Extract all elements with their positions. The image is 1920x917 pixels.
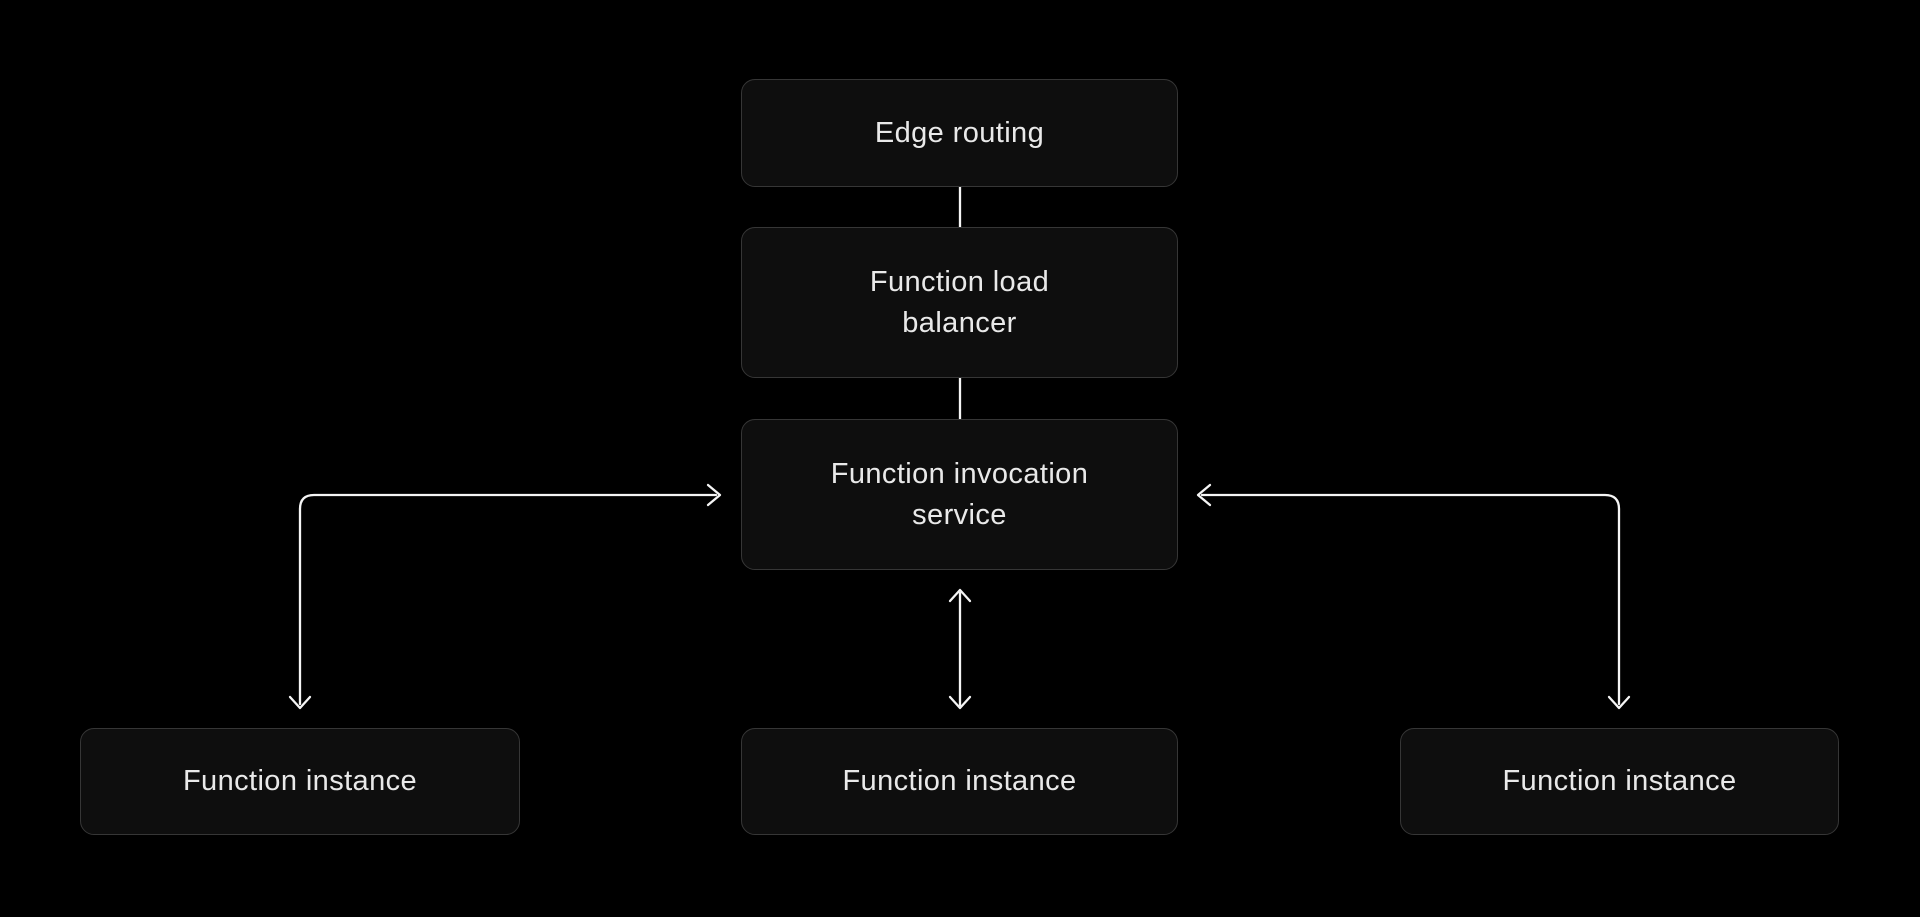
arrowhead-up-icon — [948, 588, 972, 603]
arrowhead-left-icon — [1196, 483, 1212, 507]
node-function-invocation-service-label: Function invocation service — [830, 457, 1089, 531]
node-function-instance-left-label: Function instance — [182, 765, 418, 798]
node-edge-routing-label: Edge routing — [874, 116, 1045, 149]
node-function-load-balancer-label: Function load balancer — [869, 265, 1050, 339]
node-function-instance-center-label: Function instance — [842, 765, 1077, 798]
arrowhead-down-icon — [288, 695, 312, 710]
arrowhead-right-icon — [706, 483, 722, 507]
node-function-load-balancer: Function load balancer — [741, 227, 1178, 378]
arrowhead-down-icon — [948, 695, 972, 710]
node-function-instance-center: Function instance — [741, 728, 1178, 835]
node-function-instance-right: Function instance — [1400, 728, 1839, 835]
node-function-invocation-service: Function invocation service — [741, 419, 1178, 570]
connector-left-instance-to-invocation-service — [288, 483, 722, 710]
node-function-instance-left: Function instance — [80, 728, 520, 835]
connector-right-instance-to-invocation-service — [1196, 483, 1631, 710]
arrowhead-down-icon — [1607, 695, 1631, 710]
node-edge-routing: Edge routing — [741, 79, 1178, 187]
connector-invocation-service-to-center-instance — [948, 588, 972, 710]
node-function-instance-right-label: Function instance — [1502, 765, 1737, 798]
